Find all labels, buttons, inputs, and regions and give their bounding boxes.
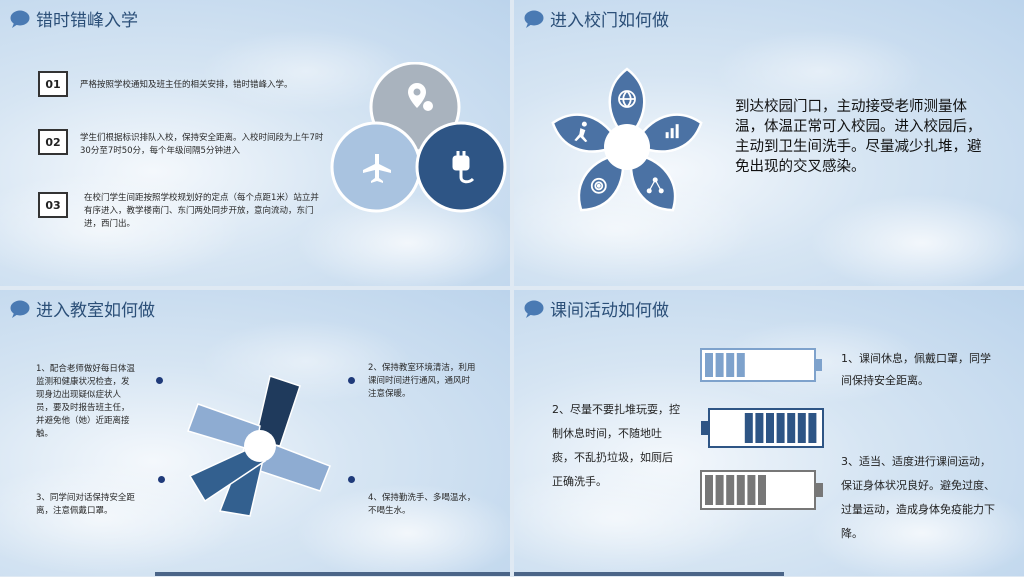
speech-bubble-icon [524, 300, 544, 318]
item-number-3: 03 [38, 192, 68, 218]
speech-bubble-icon [10, 300, 30, 318]
battery-cell [705, 475, 713, 505]
battery-cell [766, 413, 774, 443]
battery-cell [715, 353, 724, 377]
pinwheel-diagram [187, 375, 331, 517]
slide-bottom-strip [0, 282, 510, 286]
slide-school-gate[interactable]: 进入校门如何做 到达校园门口，主动接受老师测量体温，体温正常可入校园。进入校园后… [514, 0, 1024, 286]
bullet-dot-3 [158, 476, 165, 483]
classroom-tip-4: 4、保持勤洗手、多喝温水，不喝生水。 [368, 493, 476, 516]
slide-title-text: 错时错峰入学 [36, 11, 138, 31]
petal-top [608, 67, 646, 141]
classroom-tip-3: 3、同学间对话保持安全距离，注意佩戴口罩。 [36, 493, 135, 516]
speech-bubble-icon [10, 10, 30, 28]
flower-diagram [551, 67, 703, 212]
location-settings-icon [408, 83, 433, 111]
slide-title-text: 课间活动如何做 [550, 301, 669, 321]
item-text-3: 在校门学生间距按照学校规划好的定点（每个点距1米）站立并有序进入，教学楼南门、东… [84, 193, 319, 229]
slide-title: 进入教室如何做 [10, 296, 155, 321]
battery-cell [726, 475, 735, 505]
battery-cell [705, 353, 713, 377]
petal-bottom-right [629, 152, 677, 212]
battery-cell [808, 413, 817, 443]
item-text-2: 学生们根据标识排队入校，保持安全距离。入校时间段为上午7时30分至7时50分，每… [80, 133, 324, 156]
runner-icon [574, 121, 588, 143]
airplane-icon [363, 154, 391, 183]
target-icon [590, 177, 607, 194]
battery-cell [755, 413, 764, 443]
pinwheel-center [244, 430, 276, 462]
speech-bubble-icon [524, 10, 544, 28]
recess-tip-2: 2、尽量不要扎堆玩耍，控制休息时间，不随地吐痰，不乱扔垃圾，如厕后正确洗手。 [552, 403, 680, 488]
slide-title-text: 进入教室如何做 [36, 301, 155, 321]
venn-diagram [330, 62, 507, 213]
bullet-dot-2 [348, 377, 355, 384]
battery-cell [797, 413, 806, 443]
bar-chart-icon [665, 124, 679, 139]
slide-bottom-strip [514, 572, 784, 576]
slide-recess[interactable]: 课间活动如何做 2、尽量不要扎堆玩耍，控制休息时间，不随地吐痰，不乱扔垃圾，如厕… [514, 290, 1024, 576]
classroom-tip-2: 2、保持教室环境清洁，利用课间时间进行通风，通风时注意保暖。 [368, 363, 476, 399]
battery-cell [758, 475, 766, 505]
slide-title: 课间活动如何做 [524, 296, 669, 321]
bullet-dot-4 [348, 476, 355, 483]
slide-title-text: 进入校门如何做 [550, 11, 669, 31]
battery-cell [747, 475, 756, 505]
item-text-1: 严格按照学校通知及班主任的相关安排，错时错峰入学。 [80, 80, 293, 90]
bullet-dot-1 [156, 377, 163, 384]
power-plug-icon [452, 151, 475, 184]
battery-cell [776, 413, 785, 443]
slide-title: 进入校门如何做 [524, 6, 669, 31]
battery-cell [726, 353, 735, 377]
flower-center [604, 124, 650, 170]
battery-cell [736, 353, 745, 377]
network-icon [646, 177, 664, 194]
slide-classroom[interactable]: 进入教室如何做 1、配合老师做好每日体温监测和健康状况检查，发现身边出现疑似症状… [0, 290, 510, 576]
petal-bottom-left [577, 152, 625, 212]
battery-light [700, 348, 822, 382]
item-number-2: 02 [38, 129, 68, 155]
slide-title: 错时错峰入学 [10, 6, 138, 31]
petal-left [551, 113, 622, 153]
recess-tip-3: 3、适当、适度进行课间运动，保证身体状况良好。避免过度、过量运动，造成身体免疫能… [841, 455, 995, 540]
battery-cell [736, 475, 745, 505]
item-number-1: 01 [38, 71, 68, 97]
slide-bottom-strip [155, 572, 510, 576]
battery-cell [787, 413, 796, 443]
battery-dark [701, 408, 824, 448]
battery-cell [744, 413, 753, 443]
gate-instructions: 到达校园门口，主动接受老师测量体温，体温正常可入校园。进入校园后，主动到卫生间洗… [735, 99, 982, 175]
globe-icon [618, 90, 636, 108]
slide-stagger-entry[interactable]: 错时错峰入学 01 严格按照学校通知及班主任的相关安排，错时错峰入学。 02 学… [0, 0, 510, 286]
battery-cell [715, 475, 724, 505]
battery-gray [700, 470, 823, 510]
recess-tip-1: 1、课间休息，佩戴口罩，同学间保持安全距离。 [841, 352, 991, 387]
classroom-tip-1: 1、配合老师做好每日体温监测和健康状况检查，发现身边出现疑似症状人员，要及时报告… [36, 364, 135, 439]
